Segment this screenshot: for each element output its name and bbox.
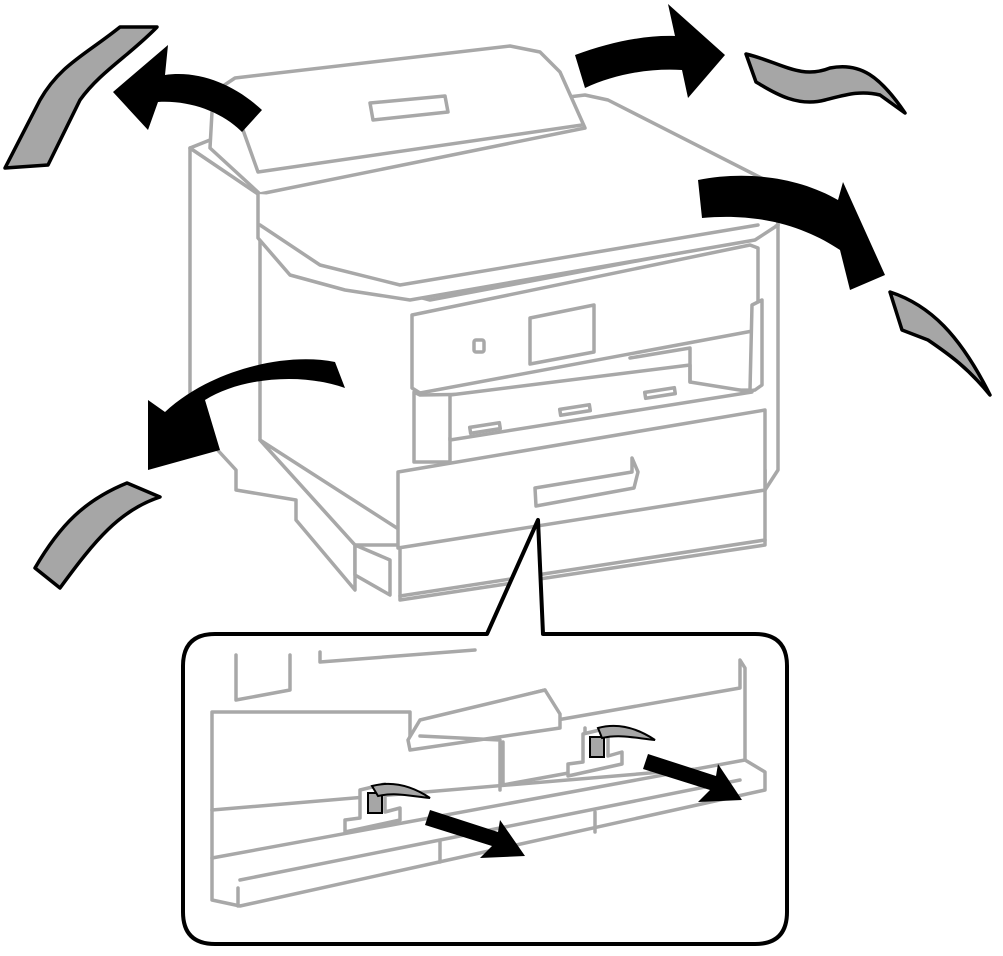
tape-strip-top-right [744, 52, 907, 115]
callout-detail [210, 648, 767, 908]
curved-arrow-left [148, 359, 345, 470]
tray-slot-3 [642, 385, 678, 401]
rear-paper-support [208, 44, 587, 196]
control-panel-screen [528, 303, 596, 366]
printer-left-side [188, 146, 357, 592]
front-panel-crease [258, 223, 760, 287]
curved-arrow-top-right [575, 4, 725, 98]
printer-body [188, 44, 780, 602]
tray-slot-1 [467, 420, 503, 436]
zoom-inner-window-left [418, 734, 502, 792]
tape-strip-bottom-left [33, 481, 162, 590]
zoom-cassette-handle [406, 688, 562, 752]
cassette-handle [533, 456, 640, 508]
cassette-clip-left [343, 782, 431, 834]
cassette-clip-right [566, 724, 656, 778]
rear-paper-support-edge [241, 123, 584, 174]
tape-strip-right [888, 290, 992, 397]
zoom-callout [181, 518, 789, 946]
tape-strips [3, 25, 992, 590]
curved-arrow-right [698, 175, 885, 290]
tape-clip-right [596, 724, 656, 741]
tape-strip-top-left [3, 25, 159, 170]
tray-slot-2 [557, 402, 593, 418]
side-port [353, 543, 392, 597]
tape-clip-left [370, 782, 431, 799]
lower-edge [398, 538, 767, 598]
power-button-icon [472, 338, 486, 354]
arrows [113, 4, 885, 470]
pull-arrow-left [425, 810, 525, 858]
printer-front-face [256, 192, 780, 302]
output-tray-guide [628, 346, 692, 384]
curved-arrow-top-left [113, 45, 262, 132]
printer-right-edge [763, 223, 780, 492]
zoom-upper-panel [234, 648, 477, 702]
pull-arrow-right [643, 754, 742, 802]
paper-support-tab [368, 94, 450, 122]
